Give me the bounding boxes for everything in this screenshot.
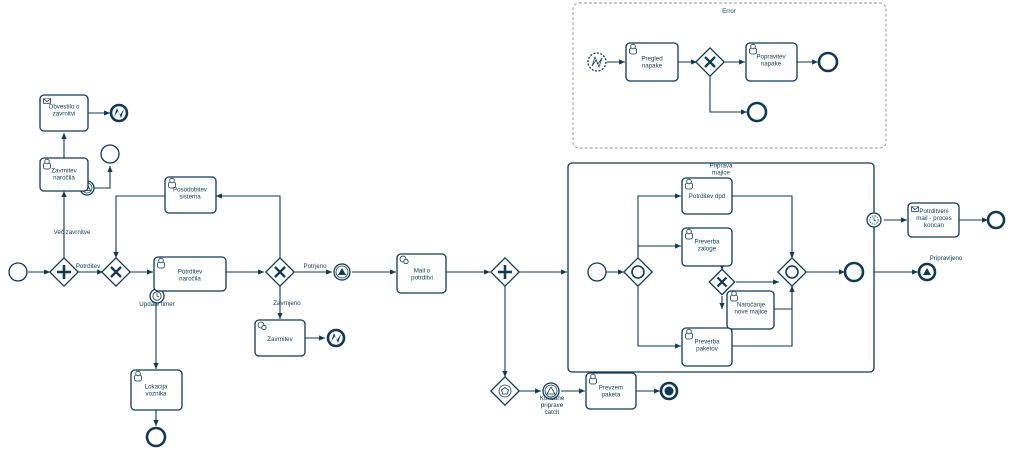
timer-boundary-event-subprocess[interactable] xyxy=(866,212,882,228)
exclusive-gateway-zaloga[interactable] xyxy=(708,268,736,296)
subprocess-start-event[interactable] xyxy=(587,262,607,282)
task-zavrnitev[interactable]: Zavrnitev xyxy=(254,319,306,357)
end-event-error-xor[interactable] xyxy=(746,101,768,123)
task-label: Potrditev dpd xyxy=(689,193,726,200)
escalation-end-event-pripravljeno[interactable] xyxy=(917,262,937,282)
user-icon xyxy=(43,158,51,170)
group-error-label: Error xyxy=(722,8,736,15)
escalation-throw-event[interactable] xyxy=(333,263,351,281)
inclusive-gateway-split[interactable] xyxy=(622,256,654,288)
label-vec-zavrnitve: Več zavrnitve xyxy=(54,229,91,236)
start-event[interactable] xyxy=(8,262,28,282)
send-icon xyxy=(911,206,919,212)
exclusive-gateway-potrjeno[interactable] xyxy=(264,256,296,288)
end-event-error-popravitev[interactable] xyxy=(817,51,839,73)
parallel-gateway-start[interactable] xyxy=(48,256,80,288)
end-event-potrditveni-mail[interactable] xyxy=(986,210,1006,230)
task-label: Zavrnitev xyxy=(267,336,293,343)
exclusive-gateway-potrditev[interactable] xyxy=(100,256,132,288)
user-icon xyxy=(629,43,637,55)
user-icon xyxy=(685,178,693,190)
inclusive-gateway-join[interactable] xyxy=(776,256,808,288)
user-icon xyxy=(685,328,693,340)
user-icon xyxy=(730,290,738,302)
end-event-zavrnitev-narocila[interactable] xyxy=(100,144,120,164)
escalation-catch-event[interactable] xyxy=(542,382,560,400)
user-icon xyxy=(157,257,165,269)
user-icon xyxy=(685,228,693,240)
group-error: Error xyxy=(572,2,887,149)
parallel-gateway-mail[interactable] xyxy=(489,256,521,288)
label-pripravljeno: Pripravljeno xyxy=(930,255,963,262)
label-zavrnjeno: Zavrnjeno xyxy=(273,300,301,307)
label-potrditev: Potrditev xyxy=(76,263,101,270)
end-event-lokacija[interactable] xyxy=(145,426,167,448)
event-based-gateway[interactable] xyxy=(489,375,521,407)
exclusive-gateway-error[interactable] xyxy=(694,46,726,78)
task-potrditev-dpd[interactable]: Potrditev dpd xyxy=(681,177,733,215)
error-start-event[interactable] xyxy=(587,52,607,72)
subprocess-end-event[interactable] xyxy=(843,261,865,283)
sequence-flows xyxy=(28,59,988,426)
label-update-timer: Update timer xyxy=(139,301,174,308)
error-end-event-zavrnitev-obvestilo[interactable] xyxy=(109,103,129,123)
label-potrjeno: Potrjeno xyxy=(303,263,327,270)
error-end-event-zavrnitev[interactable] xyxy=(326,328,346,348)
user-icon xyxy=(589,373,597,385)
terminate-end-event[interactable] xyxy=(659,381,679,401)
user-icon xyxy=(134,370,142,382)
